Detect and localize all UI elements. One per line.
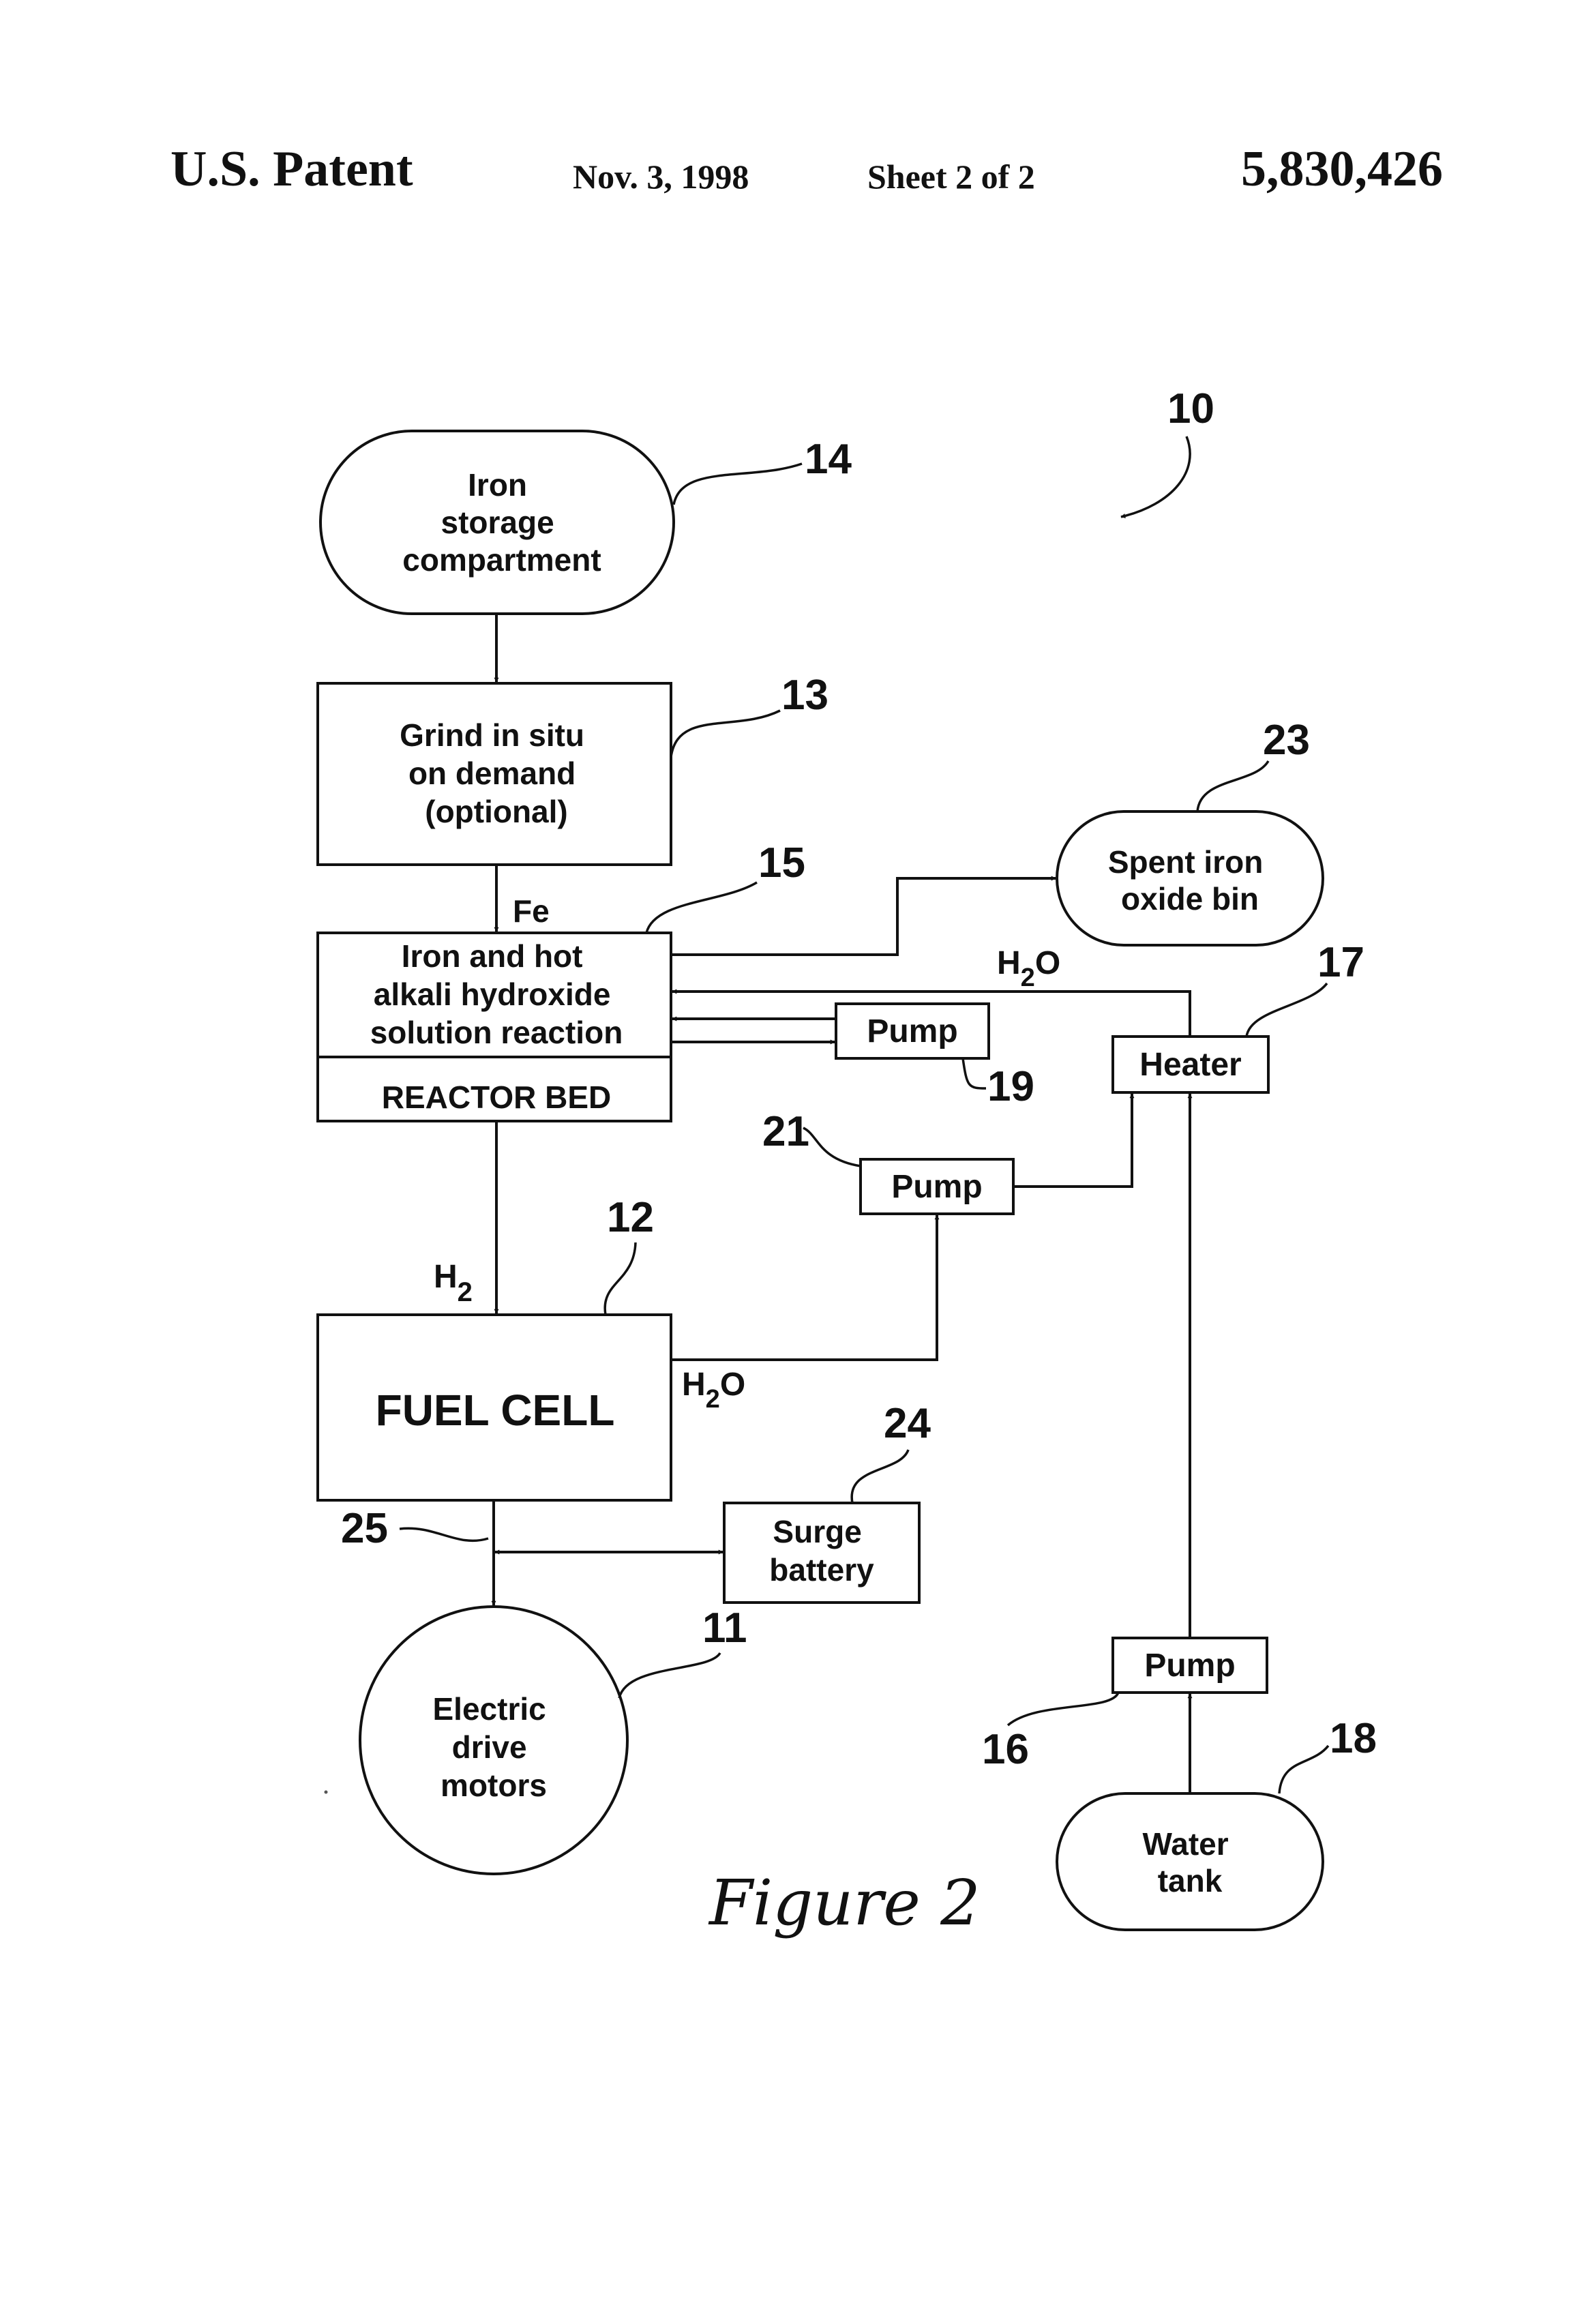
ref-18: 18 xyxy=(1330,1715,1377,1762)
stray-dot xyxy=(325,1791,328,1794)
reaction-line-1: Iron and hot xyxy=(402,938,583,974)
spent-bin-line-2: oxide bin xyxy=(1121,881,1259,917)
leader-23 xyxy=(1197,761,1268,811)
pump-21-label: Pump xyxy=(891,1169,982,1205)
ref-19: 19 xyxy=(987,1063,1034,1110)
iron-storage-line-1: Iron xyxy=(468,467,527,503)
ref-15: 15 xyxy=(758,839,805,887)
arrow-fuel-cell-to-pump21 xyxy=(671,1215,937,1360)
water-tank-line-1: Water xyxy=(1143,1826,1229,1862)
flow-label-h2o-fuel-cell: H2O xyxy=(682,1367,745,1414)
svg-text:Grind in situ on demand: Grind in situ on demand (optional) xyxy=(400,717,593,829)
ref-13: 13 xyxy=(781,672,829,719)
svg-text:Iron storage compartme: Iron storage compartment xyxy=(402,467,601,578)
grind-line-1: Grind in situ xyxy=(400,717,584,753)
leader-16 xyxy=(1008,1693,1118,1725)
header-patent-label: U.S. Patent xyxy=(170,141,413,197)
leader-12 xyxy=(605,1242,636,1315)
leader-11 xyxy=(619,1653,720,1698)
ref-16: 16 xyxy=(982,1726,1029,1773)
svg-text:Spent iron oxide bin: Spent iron oxide bin xyxy=(1108,844,1272,917)
water-tank-line-2: tank xyxy=(1158,1863,1223,1898)
arrow-reactor-to-spent-bin xyxy=(671,878,1056,955)
flow-label-h2o-heater: H2O xyxy=(997,945,1060,992)
pump-19-label: Pump xyxy=(867,1013,957,1049)
flow-label-fe: Fe xyxy=(513,893,550,929)
ref-12: 12 xyxy=(607,1194,654,1241)
iron-storage-line-2: storage xyxy=(441,505,554,540)
ref-21: 21 xyxy=(762,1108,809,1155)
header-patent-number: 5,830,426 xyxy=(1241,141,1443,197)
motors-line-1: Electric xyxy=(433,1691,546,1727)
ref-17: 17 xyxy=(1317,939,1364,986)
leader-19 xyxy=(963,1058,986,1088)
reaction-line-3: solution reaction xyxy=(370,1015,623,1050)
ref-24: 24 xyxy=(884,1400,931,1447)
heater-label: Heater xyxy=(1139,1047,1241,1083)
ref-10: 10 xyxy=(1167,385,1214,432)
fuel-cell-label: FUEL CELL xyxy=(376,1386,615,1435)
leader-18 xyxy=(1279,1746,1328,1793)
pump-16-label: Pump xyxy=(1144,1648,1235,1684)
ref-11: 11 xyxy=(702,1605,747,1652)
svg-text:Water tank: Water tank xyxy=(1143,1826,1238,1898)
leader-10 xyxy=(1121,436,1190,517)
leader-14 xyxy=(674,464,802,505)
spent-bin-line-1: Spent iron xyxy=(1108,844,1263,880)
reactor-bed-label: REACTOR BED xyxy=(382,1079,612,1115)
figure-caption: Figure 2 xyxy=(708,1866,981,1939)
leader-25 xyxy=(400,1528,488,1540)
leader-13 xyxy=(671,711,780,757)
leader-17 xyxy=(1247,983,1327,1037)
motors-line-3: motors xyxy=(441,1768,547,1803)
leader-21 xyxy=(803,1128,861,1166)
svg-text:Electric drive motors: Electric drive motors xyxy=(433,1691,555,1803)
iron-storage-line-3: compartment xyxy=(402,542,601,578)
flow-label-h2: H2 xyxy=(434,1259,473,1307)
leader-15 xyxy=(646,882,757,933)
header-date: Nov. 3, 1998 xyxy=(573,158,749,196)
grind-line-2: on demand xyxy=(408,756,576,791)
surge-battery-line-1: Surge xyxy=(773,1514,861,1549)
surge-battery-line-2: battery xyxy=(769,1552,874,1588)
ref-14: 14 xyxy=(805,436,852,483)
grind-line-3: (optional) xyxy=(425,794,568,829)
reaction-line-2: alkali hydroxide xyxy=(374,977,611,1012)
svg-text:Iron and hot alkali hydrox: Iron and hot alkali hydroxide solution r… xyxy=(370,938,623,1050)
water-tank-node xyxy=(1057,1793,1323,1930)
svg-text:Surge battery: Surge battery xyxy=(769,1514,874,1588)
ref-25: 25 xyxy=(341,1505,388,1552)
ref-23: 23 xyxy=(1263,717,1310,764)
motors-line-2: drive xyxy=(452,1729,527,1765)
header-sheet: Sheet 2 of 2 xyxy=(867,158,1035,196)
leader-24 xyxy=(852,1450,908,1503)
